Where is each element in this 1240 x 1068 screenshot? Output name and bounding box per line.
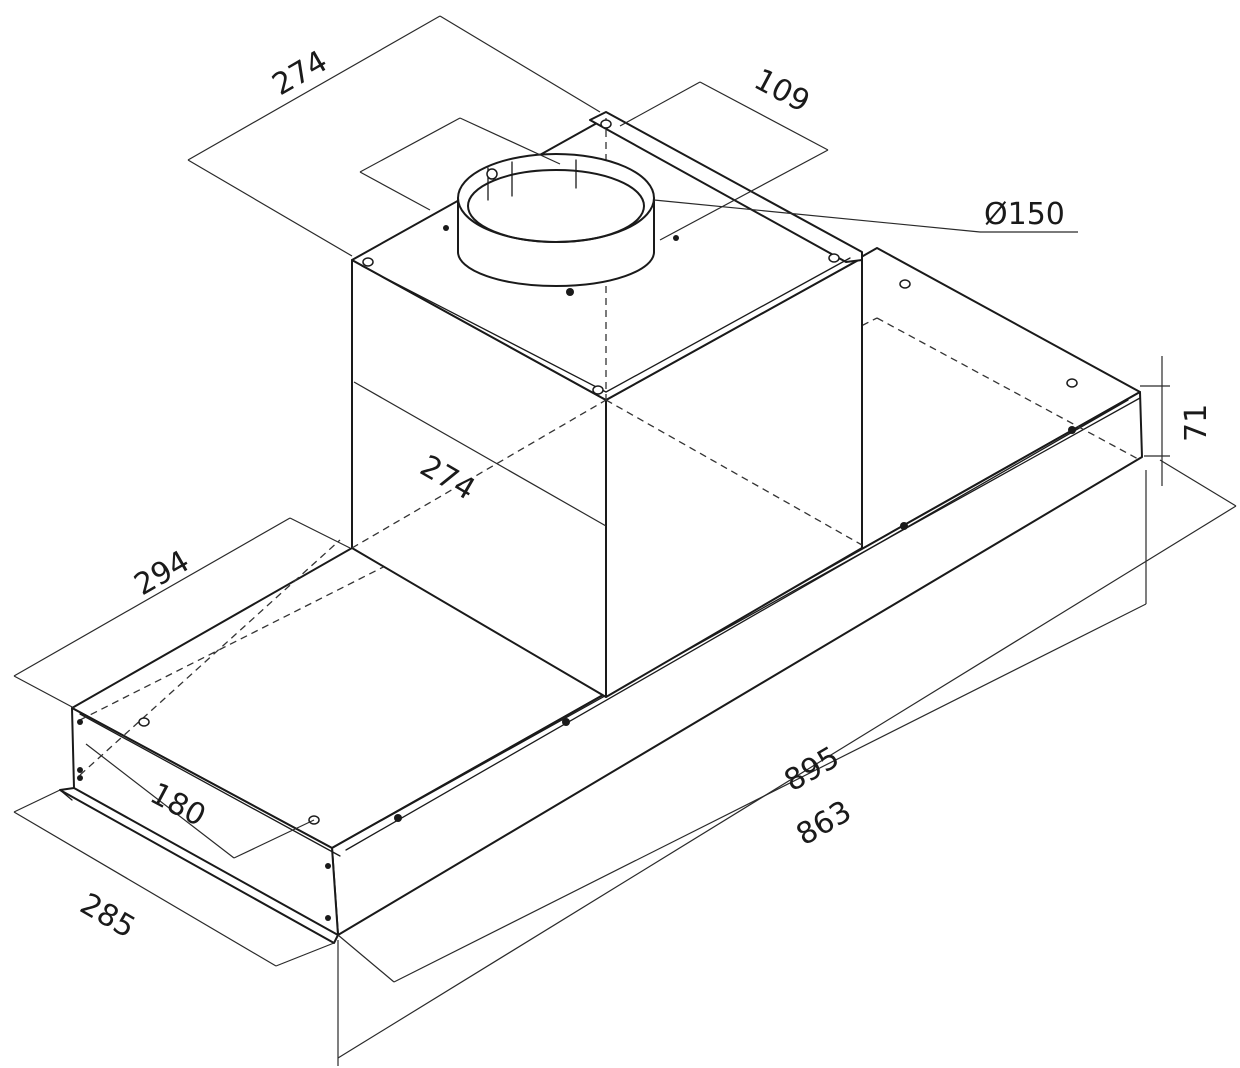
dim-label-863: 863 [791, 794, 858, 853]
base-flange [59, 787, 339, 944]
dim-label-294: 294 [129, 544, 196, 603]
duct-box-top-flange [589, 111, 863, 263]
dim-label-diameter-150: Ø150 [984, 197, 1065, 232]
dim-label-71: 71 [1179, 404, 1214, 442]
rim-line-front [331, 397, 1141, 849]
dim-label-285: 285 [74, 887, 141, 946]
dim-label-109: 109 [748, 62, 815, 120]
lower-housing-screws [77, 279, 1078, 921]
dim-label-274-top: 274 [267, 44, 334, 103]
dim-label-895: 895 [779, 740, 846, 799]
duct-collar [443, 153, 679, 296]
dimension-lines [13, 15, 1237, 1066]
